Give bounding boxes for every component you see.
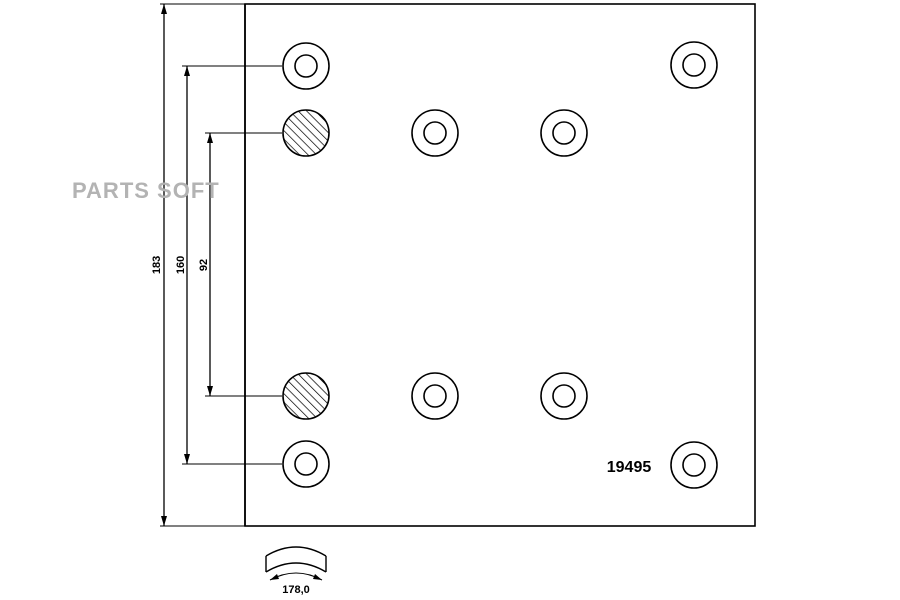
arc-length-label: 178,0 bbox=[282, 584, 310, 596]
arc-profile-symbol: 178,0 bbox=[265, 546, 327, 596]
inner-hole-spacing-label: 92 bbox=[198, 259, 210, 271]
part-number: 19495 bbox=[607, 459, 652, 476]
rivet-hole-upper-middle-1 bbox=[411, 109, 459, 157]
overall-height-label: 183 bbox=[151, 256, 163, 274]
rivet-hole-lower-middle-2 bbox=[540, 372, 588, 420]
dimension-inner-hole-spacing: 92 bbox=[198, 132, 282, 397]
rivet-hole-upper-middle-2 bbox=[540, 109, 588, 157]
rivet-hole-top-right bbox=[670, 41, 718, 89]
watermark-text: PARTS SOFT bbox=[72, 178, 220, 203]
dimension-overall-height: 183 bbox=[151, 3, 245, 527]
rivet-hole-top-left bbox=[282, 42, 330, 90]
hatched-hole-lower bbox=[282, 372, 330, 420]
dimension-outer-hole-spacing: 160 bbox=[175, 65, 282, 465]
outer-hole-spacing-label: 160 bbox=[175, 256, 187, 274]
rivet-hole-bottom-right bbox=[670, 441, 718, 489]
hatched-hole-upper bbox=[282, 109, 330, 157]
rivet-hole-lower-middle-1 bbox=[411, 372, 459, 420]
rivet-hole-bottom-left bbox=[282, 440, 330, 488]
